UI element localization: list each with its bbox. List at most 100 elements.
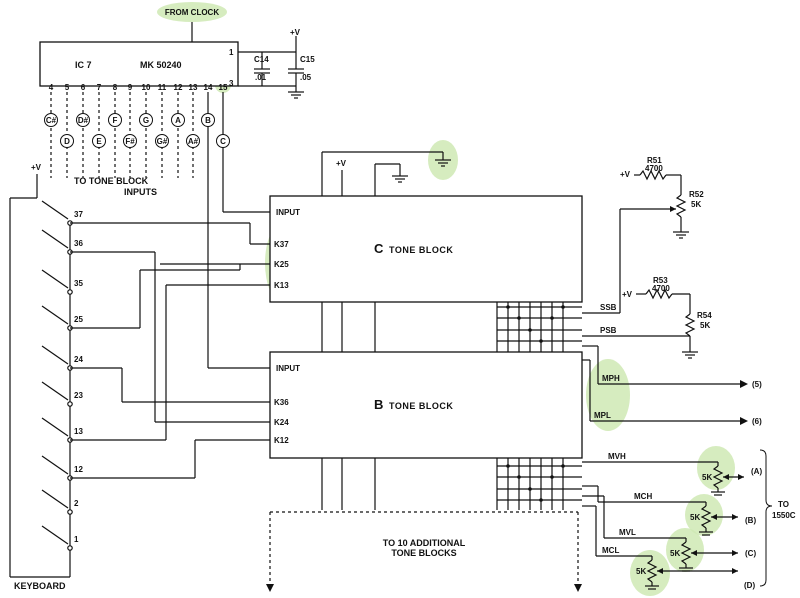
note-label-mid: A# — [188, 137, 199, 146]
c-pin-k13: K13 — [274, 281, 289, 290]
c-pin-k37: K37 — [274, 240, 289, 249]
key-label-2: 2 — [74, 499, 79, 508]
key-label-13: 13 — [74, 427, 83, 436]
more-blocks-line1: TO 10 ADDITIONAL — [383, 538, 466, 548]
output-6: (6) — [752, 417, 762, 426]
ground-symbol-r52 — [673, 231, 689, 239]
c15-ref: C15 — [300, 55, 315, 64]
c-tone-block — [269, 195, 583, 303]
pot-value: 5K — [636, 567, 646, 576]
mpl-label: MPL — [594, 411, 611, 420]
b-pin-k36: K36 — [274, 398, 289, 407]
output-a: (A) — [751, 467, 762, 476]
mch-label: MCH — [634, 492, 652, 501]
keyboard-vplus: +V — [31, 163, 42, 172]
ic7-chip — [39, 41, 239, 87]
pot-value: 5K — [690, 513, 700, 522]
b-block-title: TONE BLOCK — [389, 401, 453, 411]
pot-value: 5K — [702, 473, 712, 482]
ic-pin-3: 3 — [229, 79, 234, 88]
note-label-top: B — [205, 116, 211, 125]
note-label-top: F — [113, 116, 118, 125]
note-circle — [123, 134, 137, 148]
c-block-input: INPUT — [276, 208, 300, 217]
tone-inputs-line1: TO TONE BLOCK — [74, 176, 149, 186]
note-circle — [139, 113, 153, 127]
psb-label: PSB — [600, 326, 617, 335]
pot-resistor — [700, 505, 712, 529]
output-5: (5) — [752, 380, 762, 389]
from-clock-label: FROM CLOCK — [165, 8, 219, 17]
r53-value: 4700 — [652, 284, 670, 293]
pot-value: 5K — [670, 549, 680, 558]
ic-ref: IC 7 — [75, 60, 92, 70]
mcl-label: MCL — [602, 546, 619, 555]
c15-value: .05 — [300, 73, 312, 82]
keyboard-label: KEYBOARD — [14, 581, 66, 591]
c14-value: .01 — [255, 73, 267, 82]
tone-inputs-line2: INPUTS — [124, 187, 157, 197]
ic-pin-8: 8 — [113, 83, 118, 92]
ic-pin-4: 4 — [49, 83, 54, 92]
dest-line1: TO — [778, 500, 789, 509]
r54-value: 5K — [700, 321, 710, 330]
key-label-35: 35 — [74, 279, 83, 288]
r54-ref: R54 — [697, 311, 712, 320]
pot-resistor — [680, 541, 692, 565]
output-c: (C) — [745, 549, 756, 558]
ic-pin-13: 13 — [189, 83, 198, 92]
key-contact — [67, 509, 73, 515]
cap-vplus: +V — [290, 28, 301, 37]
output-d: (D) — [744, 581, 755, 590]
r51-ref: R51 — [647, 156, 662, 165]
dest-line2: 1550C — [772, 511, 796, 520]
mph-label: MPH — [602, 374, 620, 383]
b-block-letter: B — [374, 397, 383, 412]
key-label-12: 12 — [74, 465, 83, 474]
ic-pin-15: 15 — [219, 83, 228, 92]
b-pin-k24: K24 — [274, 418, 289, 427]
ic-pin-10: 10 — [142, 83, 151, 92]
mvl-label: MVL — [619, 528, 636, 537]
r53-ref: R53 — [653, 276, 668, 285]
note-label-mid: E — [96, 137, 102, 146]
ground-symbol-c — [392, 164, 408, 183]
note-label-top: A — [175, 116, 181, 125]
output-b: (B) — [745, 516, 756, 525]
note-label-mid: D — [64, 137, 70, 146]
b-pin-k12: K12 — [274, 436, 289, 445]
pot-resistor — [712, 465, 724, 489]
note-circle — [155, 134, 169, 148]
ic-output-leads — [50, 92, 224, 368]
key-wiring — [70, 211, 270, 479]
note-label-mid: G# — [157, 137, 168, 146]
r51-value: 4700 — [645, 164, 663, 173]
note-circle — [76, 113, 90, 127]
ground-symbol-c-top — [435, 152, 451, 167]
note-label-top: G — [143, 116, 149, 125]
ic-pin-12: 12 — [174, 83, 183, 92]
note-circle — [186, 134, 200, 148]
c-block-title: TONE BLOCK — [389, 245, 453, 255]
key-label-1: 1 — [74, 535, 79, 544]
note-circle — [44, 113, 58, 127]
ic-pin-11: 11 — [158, 83, 167, 92]
key-contact — [67, 545, 73, 551]
ic-pin-1: 1 — [229, 48, 234, 57]
key-label-37: 37 — [74, 210, 83, 219]
r51-vplus: +V — [620, 170, 631, 179]
note-circle — [92, 134, 106, 148]
note-circle — [60, 134, 74, 148]
pot-resistor — [646, 559, 658, 583]
note-label-mid: F# — [125, 137, 135, 146]
key-contact — [67, 401, 73, 407]
note-circle — [108, 113, 122, 127]
r53-vplus: +V — [622, 290, 633, 299]
c-block-vplus: +V — [336, 159, 347, 168]
note-circle — [201, 113, 215, 127]
note-circle — [216, 134, 230, 148]
